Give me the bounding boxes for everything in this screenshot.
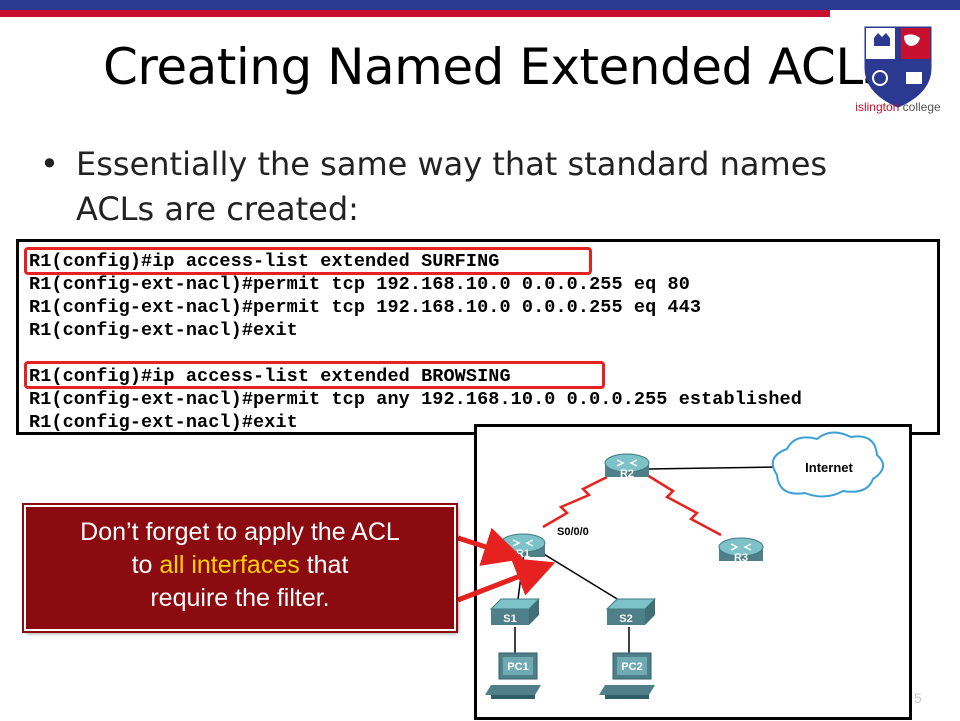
callout-highlight-text: all interfaces xyxy=(159,551,300,579)
top-red-bar xyxy=(0,10,830,17)
serial-link-r2-r3 xyxy=(646,473,722,537)
top-blue-bar xyxy=(0,0,960,10)
browsing-highlight-box xyxy=(24,361,605,389)
cli-line: R1(config)#ip access-list extended SURFI… xyxy=(29,251,500,272)
cli-line: R1(config-ext-nacl)#exit xyxy=(29,320,298,341)
cli-line: R1(config-ext-nacl)#permit tcp 192.168.1… xyxy=(29,297,702,318)
serial-link-r1-r2 xyxy=(542,475,608,529)
router-icon xyxy=(718,537,764,561)
pc-icon xyxy=(599,652,655,699)
bullet-text: Essentially the same way that standard n… xyxy=(76,145,828,228)
callout-line-3: require the filter. xyxy=(150,584,330,612)
callout-arrow-lower xyxy=(457,558,556,603)
bullet-dot-icon: • xyxy=(40,145,59,183)
apply-acl-callout: Don’t forget to apply the ACL to all int… xyxy=(22,503,458,633)
network-topology-diagram: Internet R2 R1 S0/0/0 R3 S1 xyxy=(474,424,912,720)
cli-line: R1(config-ext-nacl)#exit xyxy=(29,412,298,433)
router-label-r3: R3 xyxy=(734,552,748,564)
callout-line-2: to all interfaces that xyxy=(131,551,349,579)
pc-label-pc1: PC1 xyxy=(507,661,528,673)
internet-cloud-icon xyxy=(771,431,884,498)
pc-label-pc2: PC2 xyxy=(621,661,642,673)
router-icon xyxy=(604,453,650,477)
cli-line: R1(config)#ip access-list extended BROWS… xyxy=(29,366,511,387)
switch-label-s2: S2 xyxy=(619,613,632,625)
slide-title: Creating Named Extended ACLs xyxy=(103,38,889,96)
surfing-highlight-box xyxy=(24,247,592,275)
page-number: 5 xyxy=(914,690,922,706)
cli-line: R1(config-ext-nacl)#permit tcp any 192.1… xyxy=(29,389,802,410)
link-r2-internet xyxy=(646,466,778,470)
cli-line: R1(config-ext-nacl)#permit tcp 192.168.1… xyxy=(29,274,690,295)
serial-interface-label: S0/0/0 xyxy=(557,526,589,538)
switch-label-s1: S1 xyxy=(503,613,516,625)
callout-line-1: Don’t forget to apply the ACL xyxy=(80,518,400,546)
cli-terminal-content: R1(config)#ip access-list extended SURFI… xyxy=(19,242,937,433)
router-label-r2: R2 xyxy=(620,468,634,480)
internet-label: Internet xyxy=(805,460,853,475)
pc-icon xyxy=(485,652,541,699)
link-r1-s2 xyxy=(528,544,628,606)
callout-arrow-upper xyxy=(457,527,524,566)
cli-terminal: R1(config)#ip access-list extended SURFI… xyxy=(16,239,940,435)
college-crest-icon xyxy=(864,26,932,108)
switch-icon xyxy=(605,598,657,625)
switch-icon xyxy=(489,598,541,625)
college-logo-text: islington college xyxy=(855,100,941,114)
